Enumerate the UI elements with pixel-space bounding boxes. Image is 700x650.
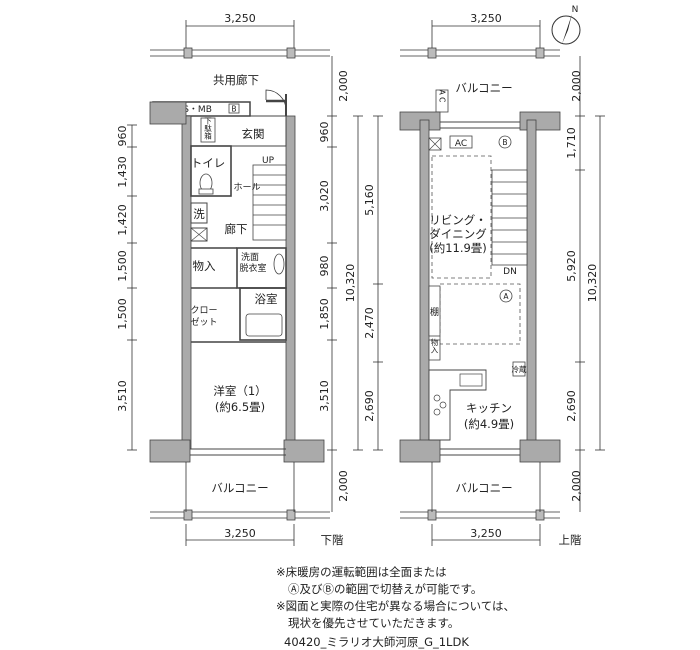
rd-2: 3,020 bbox=[318, 180, 331, 212]
living-label-2: ダイニング bbox=[429, 227, 487, 241]
up-label: UP bbox=[262, 156, 275, 166]
washroom-label-1: 洗面 bbox=[241, 251, 259, 263]
zone-a-mark: A bbox=[503, 292, 509, 301]
note-line-2: Ⓐ及びⒷの範囲で切替えが可能です。 bbox=[288, 582, 483, 596]
ld-5: 3,510 bbox=[116, 380, 129, 412]
living-label-1: リビング・ bbox=[429, 213, 487, 227]
rp-ld-1: 2,470 bbox=[363, 307, 376, 339]
rp-rd-2: 5,920 bbox=[565, 250, 578, 282]
compass-north-label: N bbox=[572, 5, 579, 15]
rd-6: 2,000 bbox=[337, 470, 350, 502]
note-line-4: 現状を優先させていただきます。 bbox=[288, 616, 460, 630]
ac-outdoor-label: A C bbox=[438, 90, 447, 103]
left-plan: 3,250 共用廊下 EPS・MB B 下駄箱 玄関 トイレ UP bbox=[116, 12, 363, 547]
ld-0: 960 bbox=[116, 126, 129, 147]
zone-b-mark: B bbox=[502, 138, 507, 147]
note-line-3: ※図面と実際の住宅が異なる場合については、 bbox=[276, 599, 516, 613]
right-right-total: 10,320 bbox=[586, 264, 599, 303]
left-right-total: 10,320 bbox=[344, 264, 357, 303]
bedroom-label-1: 洋室（1） bbox=[213, 384, 266, 398]
fridge-label: 冷蔵 bbox=[512, 364, 527, 374]
rp-rd-4: 2,000 bbox=[570, 470, 583, 502]
bottom-balcony-label: バルコニー bbox=[455, 481, 512, 495]
dn-label: DN bbox=[503, 267, 517, 277]
right-top-width: 3,250 bbox=[470, 12, 502, 25]
entrance-label: 玄関 bbox=[242, 127, 265, 141]
left-bottom-width: 3,250 bbox=[224, 527, 256, 540]
b-mark: B bbox=[231, 105, 236, 114]
closet-label: 物入 bbox=[193, 259, 216, 273]
shared-corridor-label: 共用廊下 bbox=[213, 73, 259, 87]
left-floor-label: 下階 bbox=[321, 533, 344, 547]
right-plan: 3,250 N A C バルコニー AC B bbox=[363, 5, 605, 547]
bath-label: 浴室 bbox=[255, 292, 278, 306]
rp-rd-3: 2,690 bbox=[565, 390, 578, 422]
rp-ld-2: 2,690 bbox=[363, 390, 376, 422]
ld-1: 1,430 bbox=[116, 156, 129, 188]
hall-label: ホール bbox=[233, 182, 260, 193]
rp-rd-0: 2,000 bbox=[570, 70, 583, 102]
shelf-label: 棚 bbox=[430, 306, 439, 318]
bedroom-label-2: (約6.5畳) bbox=[215, 400, 265, 414]
rd-0: 2,000 bbox=[337, 70, 350, 102]
note-line-1: ※床暖房の運転範囲は全面または bbox=[276, 565, 447, 579]
ld-3: 1,500 bbox=[116, 250, 129, 282]
rp-ld-0: 5,160 bbox=[363, 184, 376, 216]
washroom-label-2: 脱衣室 bbox=[239, 262, 266, 274]
compass: N bbox=[551, 5, 581, 45]
rd-3: 980 bbox=[318, 256, 331, 277]
rp-rd-1: 1,710 bbox=[565, 127, 578, 159]
living-label-3: (約11.9畳) bbox=[429, 241, 487, 255]
closet-up-label: 物入 bbox=[430, 337, 439, 354]
rd-1: 960 bbox=[318, 122, 331, 143]
kitchen-label-1: キッチン bbox=[466, 401, 512, 415]
right-floor-label: 上階 bbox=[559, 533, 582, 547]
shoe-box-label: 下駄箱 bbox=[203, 116, 212, 140]
rd-4: 1,850 bbox=[318, 298, 331, 330]
notes: ※床暖房の運転範囲は全面または Ⓐ及びⒷの範囲で切替えが可能です。 ※図面と実際… bbox=[276, 564, 515, 632]
rd-5: 3,510 bbox=[318, 380, 331, 412]
closet2-label-2: ゼット bbox=[190, 316, 217, 328]
left-top-width: 3,250 bbox=[224, 12, 256, 25]
toilet-label: トイレ bbox=[191, 156, 226, 170]
hallway-label: 廊下 bbox=[225, 222, 248, 236]
ld-4: 1,500 bbox=[116, 298, 129, 330]
ac-label: AC bbox=[455, 139, 467, 149]
closet2-label-1: クロー bbox=[190, 305, 217, 316]
ld-2: 1,420 bbox=[116, 204, 129, 236]
left-balcony-label: バルコニー bbox=[211, 481, 268, 495]
right-bottom-width: 3,250 bbox=[470, 527, 502, 540]
kitchen-label-2: (約4.9畳) bbox=[464, 417, 514, 431]
laundry-label: 洗 bbox=[193, 207, 205, 221]
footer-code: 40420_ミラリオ大師河原_G_1LDK bbox=[284, 635, 469, 649]
top-balcony-label: バルコニー bbox=[455, 81, 512, 95]
eps-mb-label: EPS・MB bbox=[172, 105, 212, 115]
